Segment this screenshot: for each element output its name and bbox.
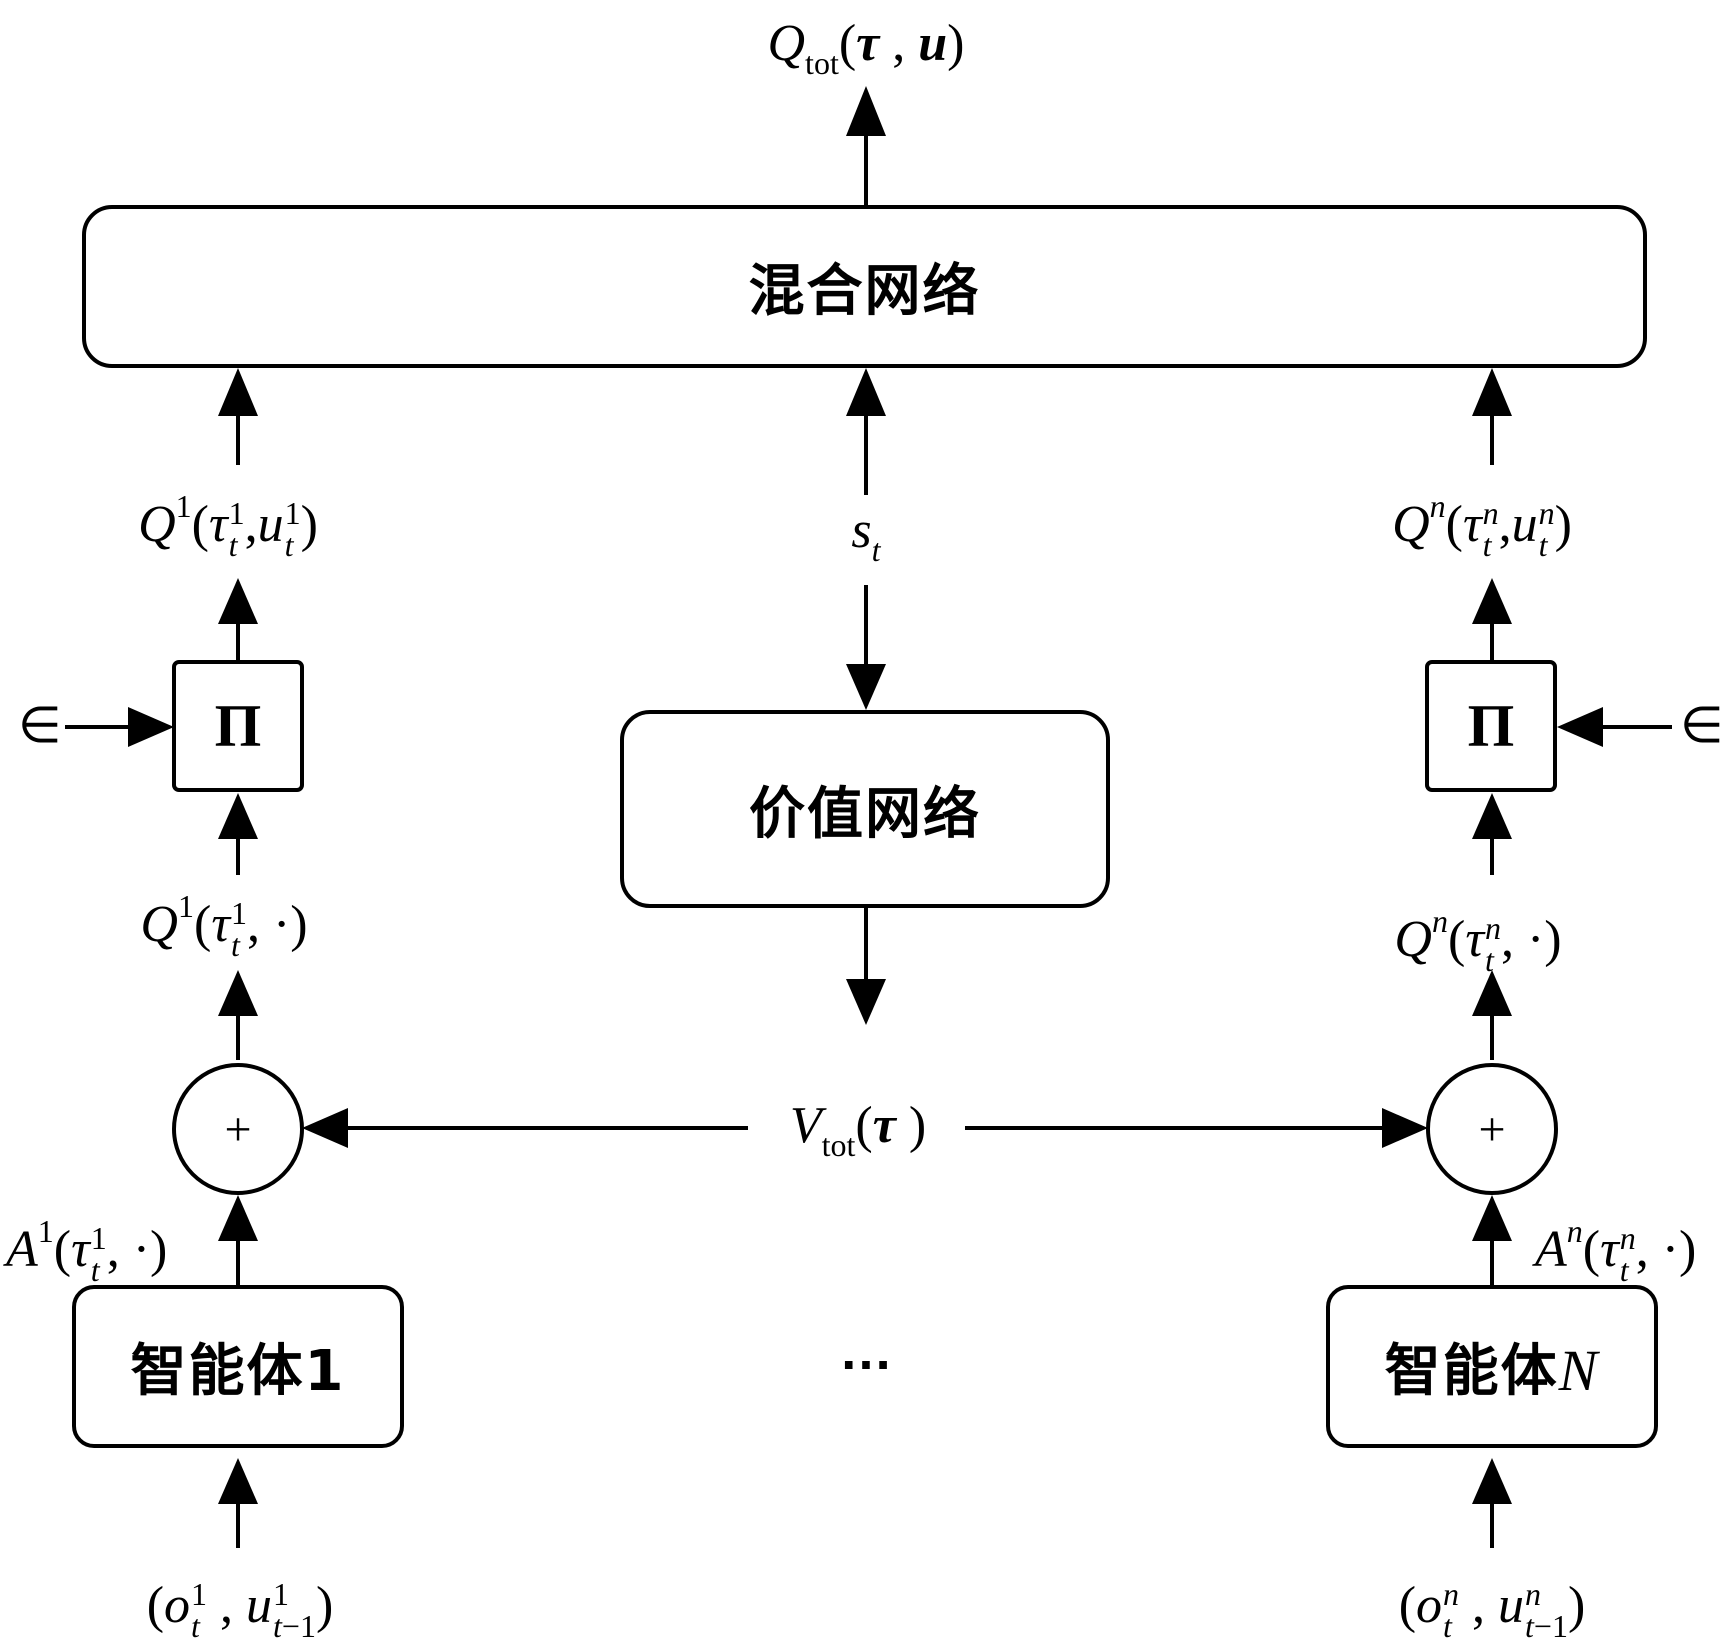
arrowhead	[218, 1458, 258, 1504]
mixing-network-box: 混合网络	[82, 205, 1647, 368]
arrowhead	[1472, 793, 1512, 839]
value-network-label: 价值网络	[749, 781, 981, 847]
agent-n-label: 智能体N	[1384, 1338, 1600, 1404]
state-label: st	[851, 502, 881, 568]
q-tot-label: Qtot(τ , u)	[767, 15, 965, 81]
sum-node-right: +	[1426, 1063, 1558, 1195]
epsilon-left: ∈	[18, 697, 62, 753]
arrowhead	[218, 368, 258, 416]
arrowhead	[128, 707, 174, 747]
v-tot-label: Vtot(τ )	[789, 1097, 927, 1163]
arrowhead	[302, 1108, 348, 1148]
policy-box-left: Π	[172, 660, 304, 792]
plus-symbol-right: +	[1478, 1102, 1506, 1156]
pi-symbol-left: Π	[214, 692, 262, 759]
arrowhead	[1472, 578, 1512, 624]
arrowhead	[846, 368, 886, 416]
ellipsis: …	[839, 1321, 897, 1381]
arrowhead	[218, 1195, 258, 1241]
arrowhead	[1472, 1458, 1512, 1504]
plus-symbol-left: +	[224, 1102, 252, 1156]
arrowhead	[846, 664, 886, 710]
arrowhead	[846, 86, 886, 136]
pi-symbol-right: Π	[1467, 692, 1515, 759]
agent-n-box: 智能体N	[1326, 1285, 1658, 1448]
policy-box-right: Π	[1425, 660, 1557, 792]
mixing-network-label: 混合网络	[748, 259, 981, 324]
agent-1-box: 智能体1	[72, 1285, 404, 1448]
value-network-box: 价值网络	[620, 710, 1110, 908]
arrowhead	[218, 578, 258, 624]
arrowhead	[1472, 1195, 1512, 1241]
arrowhead	[218, 793, 258, 839]
arrowhead	[1472, 368, 1512, 416]
arrowhead	[1557, 707, 1603, 747]
epsilon-right: ∈	[1680, 697, 1724, 753]
agent-1-label: 智能体1	[130, 1339, 346, 1404]
sum-node-left: +	[172, 1063, 304, 1195]
arrowhead	[846, 979, 886, 1025]
arrowhead	[1382, 1108, 1428, 1148]
arrowhead	[218, 970, 258, 1016]
arrowhead	[1472, 970, 1512, 1016]
